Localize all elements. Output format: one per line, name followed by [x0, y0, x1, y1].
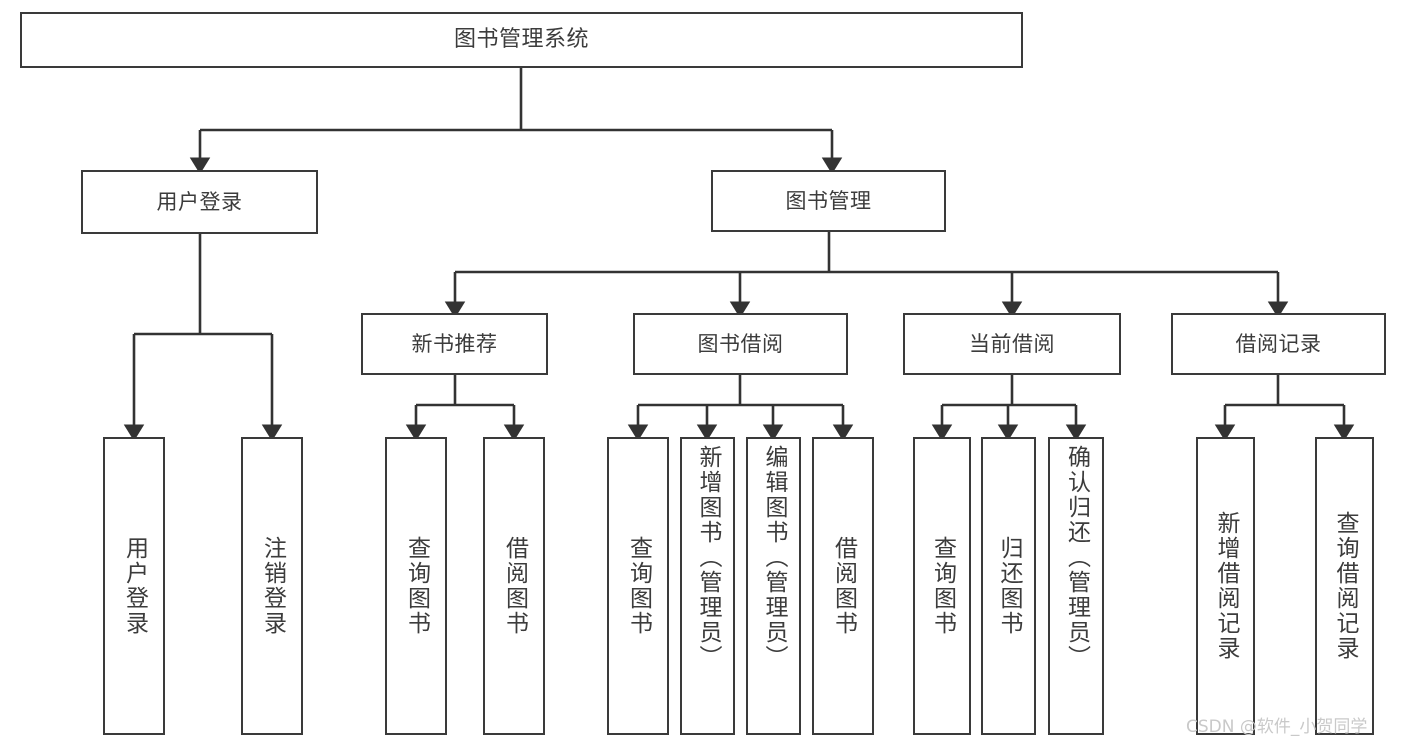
node-label: 新书推荐 — [411, 331, 498, 356]
node-user-login[interactable]: 用户登录 — [81, 170, 318, 234]
node-label: 用户登录 — [156, 189, 243, 214]
node-label: 用户登录 — [121, 536, 148, 636]
node-label: 借阅图书 — [830, 536, 857, 636]
leaf-edit-book-admin[interactable]: 编辑图书（管理员） — [746, 437, 801, 735]
node-label: 编辑图书（管理员） — [761, 445, 787, 670]
leaf-query-borrow-record[interactable]: 查询借阅记录 — [1315, 437, 1374, 735]
node-borrow-record[interactable]: 借阅记录 — [1171, 313, 1386, 375]
node-label: 查询图书 — [403, 536, 430, 636]
leaf-confirm-return-admin[interactable]: 确认归还（管理员） — [1048, 437, 1104, 735]
node-label: 新增借阅记录 — [1213, 511, 1239, 661]
node-label: 查询图书 — [929, 536, 956, 636]
leaf-logout[interactable]: 注销登录 — [241, 437, 303, 735]
node-label: 查询借阅记录 — [1332, 511, 1358, 661]
leaf-add-book-admin[interactable]: 新增图书（管理员） — [680, 437, 735, 735]
node-label: 图书借阅 — [697, 331, 784, 356]
leaf-query-book-new[interactable]: 查询图书 — [385, 437, 447, 735]
node-label: 确认归还（管理员） — [1063, 445, 1090, 670]
leaf-borrow-book[interactable]: 借阅图书 — [812, 437, 874, 735]
node-new-book-recommend[interactable]: 新书推荐 — [361, 313, 548, 375]
node-label: 图书管理系统 — [453, 27, 589, 53]
leaf-return-book[interactable]: 归还图书 — [981, 437, 1036, 735]
node-label: 查询图书 — [625, 536, 652, 636]
node-book-management[interactable]: 图书管理 — [711, 170, 946, 232]
watermark-text: CSDN @软件_小贺同学 — [1186, 717, 1368, 737]
node-label: 新增图书（管理员） — [695, 445, 721, 670]
leaf-user-login[interactable]: 用户登录 — [103, 437, 165, 735]
node-root-system[interactable]: 图书管理系统 — [20, 12, 1023, 68]
node-book-borrow[interactable]: 图书借阅 — [633, 313, 848, 375]
node-label: 借阅图书 — [501, 536, 528, 636]
node-label: 当前借阅 — [969, 331, 1055, 356]
leaf-query-book-borrow[interactable]: 查询图书 — [607, 437, 669, 735]
node-label: 图书管理 — [785, 188, 872, 213]
leaf-borrow-book-new[interactable]: 借阅图书 — [483, 437, 545, 735]
node-current-borrow[interactable]: 当前借阅 — [903, 313, 1121, 375]
node-label: 归还图书 — [996, 536, 1022, 636]
node-label: 注销登录 — [259, 536, 286, 636]
leaf-query-book-current[interactable]: 查询图书 — [913, 437, 971, 735]
node-label: 借阅记录 — [1235, 331, 1322, 356]
leaf-add-borrow-record[interactable]: 新增借阅记录 — [1196, 437, 1255, 735]
